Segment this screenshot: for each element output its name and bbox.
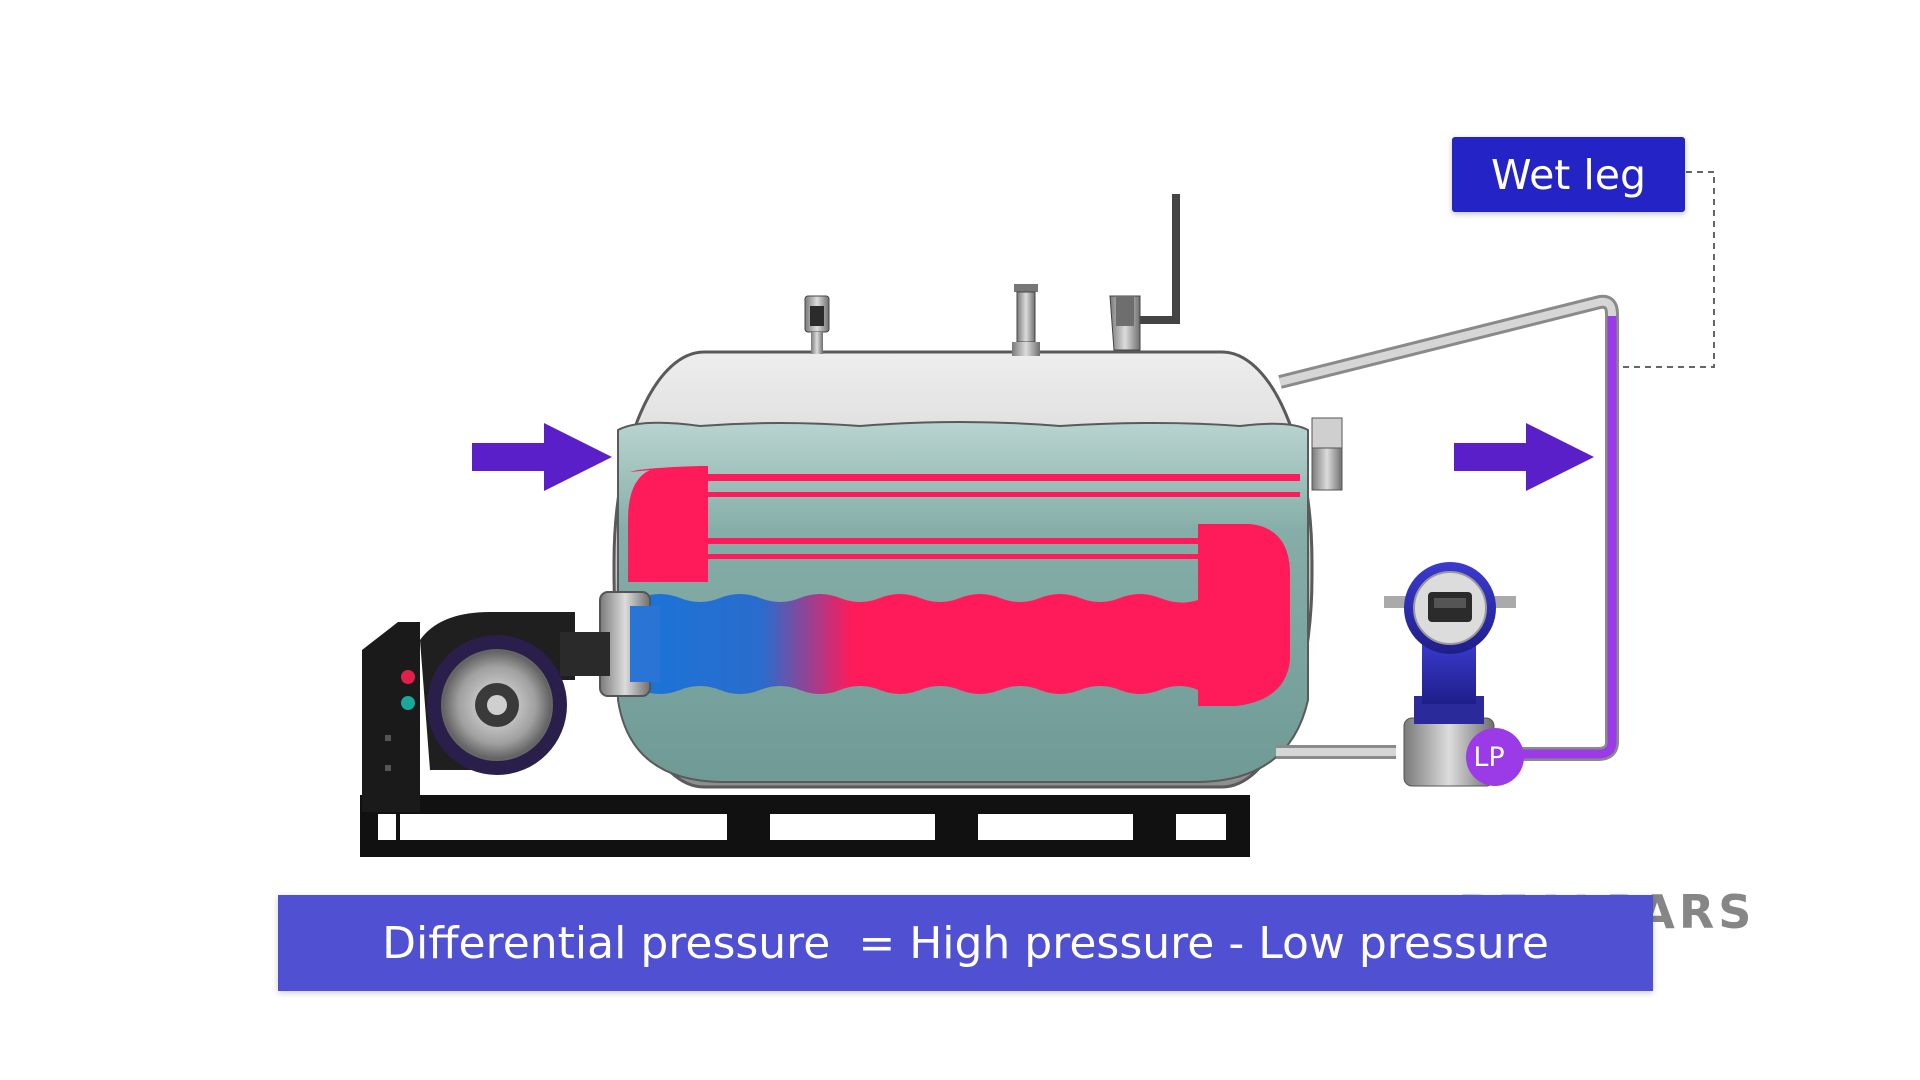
transmitter-lp-label: LP: [1473, 741, 1505, 773]
flow-arrow-right: [1454, 423, 1594, 491]
skid-frame: [360, 795, 1250, 857]
pressure-transmitter-icon: [1384, 562, 1524, 787]
burner-blower-icon: [362, 612, 610, 812]
red-indicator-icon: [401, 670, 415, 684]
valve-icon: [1012, 284, 1040, 356]
valve-icon: [804, 295, 830, 354]
impulse-lines: [1276, 294, 1619, 761]
top-valves: [804, 194, 1180, 356]
fire-tubes: [628, 466, 1300, 706]
flow-arrow-left: [472, 423, 612, 491]
formula-bar: Differential pressure = High pressure - …: [278, 895, 1653, 991]
valve-icon: [1109, 194, 1180, 351]
wet-leg-label: Wet leg: [1452, 137, 1685, 212]
teal-indicator-icon: [401, 696, 415, 710]
wet-leg-leader: [1622, 171, 1715, 368]
furnace-flame: [640, 594, 1198, 694]
shell-nozzle: [1311, 417, 1343, 491]
